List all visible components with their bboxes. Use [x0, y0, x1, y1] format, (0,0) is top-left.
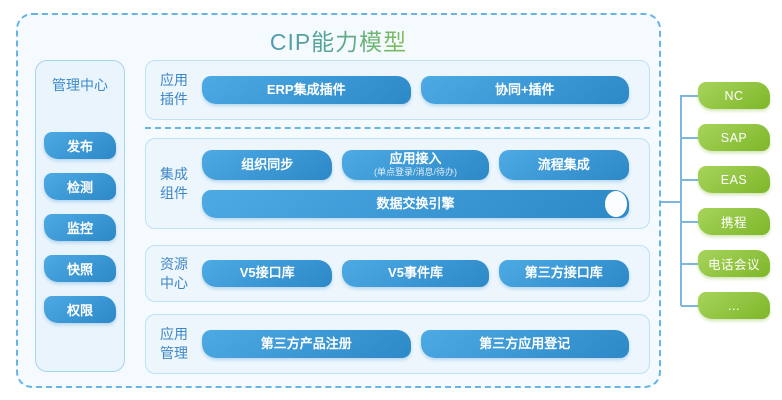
pill-process-integration: 流程集成 — [498, 150, 630, 180]
connector-stub — [661, 201, 681, 203]
external-systems-panel: NC SAP EAS 携程 电话会议 ... — [698, 82, 770, 319]
node-ctrip: 携程 — [698, 208, 770, 235]
connector-branch — [681, 263, 699, 265]
row-resource-center: 资源 中心 V5接口库 V5事件库 第三方接口库 — [145, 245, 650, 302]
pill-sub-label: (单点登录/消息/待办) — [374, 167, 457, 178]
knob-circle — [605, 191, 627, 217]
pill-group: 组织同步 应用接入 (单点登录/消息/待办) 流程集成 数据交换引擎 — [202, 150, 630, 218]
row-app-plugins: 应用 插件 ERP集成插件 协同+插件 — [145, 60, 650, 120]
row-integration-components: 集成 组件 组织同步 应用接入 (单点登录/消息/待办) 流程集成 — [145, 138, 650, 229]
pill-third-party-product-register: 第三方产品注册 — [202, 330, 411, 358]
row-label-line2: 中心 — [160, 274, 188, 291]
node-more: ... — [698, 292, 770, 319]
pill-data-exchange-engine: 数据交换引擎 — [202, 190, 629, 218]
sidebar-button-detect: 检测 — [44, 173, 116, 200]
pill-third-party-interface-lib: 第三方接口库 — [498, 260, 630, 287]
sidebar-button-permission: 权限 — [44, 296, 116, 323]
node-teleconference: 电话会议 — [698, 250, 770, 277]
connector-trunk — [680, 95, 682, 306]
pill-main-label: 数据交换引擎 — [376, 195, 455, 211]
row-label-line2: 组件 — [160, 184, 188, 201]
pill-subrow-wide: 数据交换引擎 — [202, 190, 629, 218]
pill-v5-event-lib: V5事件库 — [342, 260, 489, 287]
row-label-line1: 应用 — [160, 326, 188, 343]
pill-app-access: 应用接入 (单点登录/消息/待办) — [342, 150, 489, 180]
sidebar-button-snapshot: 快照 — [44, 255, 116, 282]
pill-group: V5接口库 V5事件库 第三方接口库 — [202, 260, 630, 287]
pill-org-sync: 组织同步 — [202, 150, 333, 180]
management-center-panel: 管理中心 发布 检测 监控 快照 权限 — [35, 60, 125, 372]
row-label-line2: 插件 — [160, 91, 188, 107]
connector-branch — [681, 95, 699, 97]
sidebar-button-monitor: 监控 — [44, 214, 116, 241]
row-label-line1: 资源 — [160, 255, 188, 272]
connector-branch — [681, 179, 699, 181]
node-eas: EAS — [698, 166, 770, 193]
pill-group: ERP集成插件 协同+插件 — [202, 76, 629, 104]
sidebar-button-publish: 发布 — [44, 132, 116, 159]
row-label-app-plugins: 应用 插件 — [160, 71, 194, 109]
pill-group: 第三方产品注册 第三方应用登记 — [202, 330, 629, 358]
row-label-integration: 集成 组件 — [160, 165, 194, 203]
pill-main-label: 应用接入 — [389, 151, 442, 167]
row-label-line1: 应用 — [160, 72, 188, 89]
node-sap: SAP — [698, 124, 770, 151]
row-label-app-management: 应用 管理 — [160, 325, 194, 363]
row-label-resource: 资源 中心 — [160, 255, 194, 293]
row-label-line1: 集成 — [160, 165, 188, 182]
pill-third-party-app-register: 第三方应用登记 — [420, 330, 629, 358]
cip-model-container: CIP能力模型 管理中心 发布 检测 监控 快照 权限 应用 插件 ERP集成插… — [16, 13, 661, 388]
pill-v5-interface-lib: V5接口库 — [202, 260, 333, 287]
row-label-line2: 管理 — [160, 345, 188, 361]
connector-branch — [681, 221, 699, 223]
pill-erp-plugin: ERP集成插件 — [202, 76, 411, 104]
dashed-separator — [145, 127, 650, 129]
connector-branch — [681, 305, 699, 307]
diagram-title: CIP能力模型 — [18, 23, 659, 57]
node-nc: NC — [698, 82, 770, 109]
connector-branch — [681, 137, 699, 139]
capability-rows: 应用 插件 ERP集成插件 协同+插件 集成 组件 组织同步 — [145, 60, 650, 374]
row-app-management: 应用 管理 第三方产品注册 第三方应用登记 — [145, 314, 650, 374]
sidebar-title: 管理中心 — [52, 77, 108, 93]
pill-subrow: 组织同步 应用接入 (单点登录/消息/待办) 流程集成 — [202, 150, 630, 180]
pill-collab-plugin: 协同+插件 — [420, 76, 629, 104]
sidebar-button-list: 发布 检测 监控 快照 权限 — [44, 132, 116, 323]
